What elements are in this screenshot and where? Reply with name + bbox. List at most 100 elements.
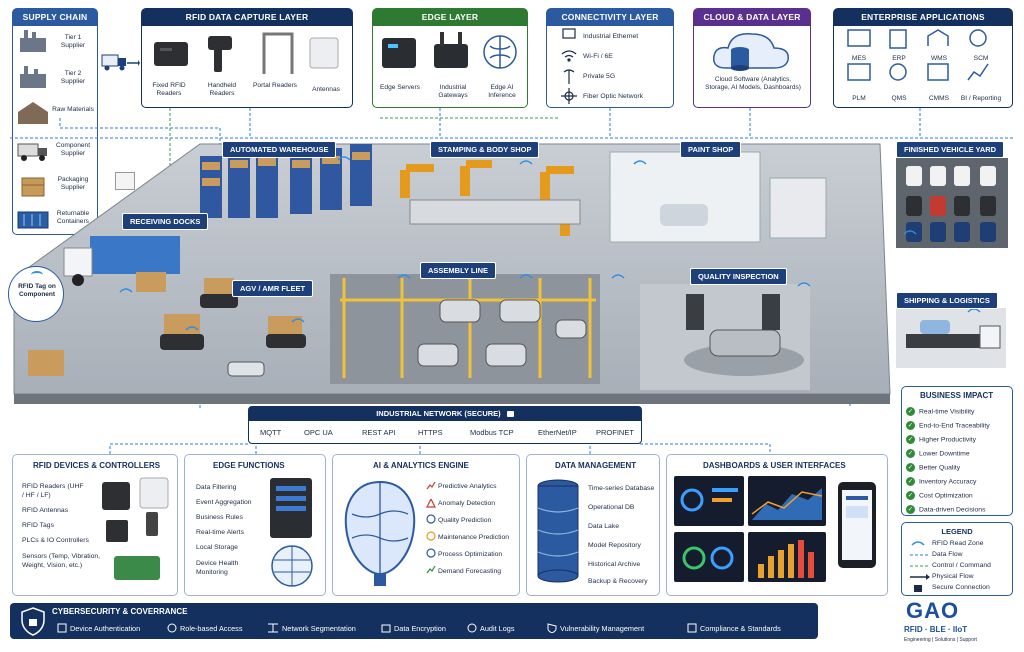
security-item-5: Audit Logs [480,624,515,633]
protocol-ethernetip: EtherNet/IP [538,428,577,437]
forecast-icon [426,565,436,574]
conn-item-1: Industrial Ethernet [583,33,639,40]
edge-label-3: Edge AI Inference [488,84,516,99]
ai-brain-icon [344,480,416,586]
security-item-4: Data Encryption [394,624,446,633]
impact-label: Better Quality [919,464,961,472]
network-title-text: INDUSTRIAL NETWORK (SECURE) [376,409,501,418]
qms-icon [889,63,907,81]
capture-label-2: Handheld Readers [207,82,237,97]
warehouse-racks [200,144,372,218]
network-title: INDUSTRIAL NETWORK (SECURE) [249,407,641,421]
protocol-rest: REST API [362,428,396,437]
legend-item-1: RFID Read Zone [932,540,984,547]
brain-icon [483,35,517,69]
security-item-7: Compliance & Standards [700,624,781,633]
truck-icon [17,143,47,161]
device-auth-icon [57,623,67,633]
network-seg-icon [268,623,278,633]
protocol-https: HTTPS [418,428,443,437]
zone-stamping-body: STAMPING & BODY SHOP [430,141,540,158]
edge-icons [382,32,517,69]
impact-1: ✓Real-time Visibility [906,407,974,416]
impact-label: Cost Optimization [919,492,973,500]
edge-layer-title: EDGE LAYER [373,9,527,26]
ai-item-6: Demand Forecasting [438,568,502,575]
legend-symbols [910,541,930,592]
ai-item-2: Anomaly Detection [438,500,496,507]
supplier-label-4: Component Supplier [55,142,91,157]
antenna-icon [309,37,339,69]
conn-item-2: Wi-Fi / 6E [583,53,613,60]
rfid-read-zone-icons [119,156,981,331]
check-icon: ✓ [906,449,915,458]
handheld-reader-icon [208,36,232,72]
edge-fn-1: Data Filtering [196,484,237,491]
paint-shop-booth [609,151,827,243]
white-placeholder-square [115,172,135,190]
data-item-6: Backup & Recovery [588,578,648,585]
ai-item-5: Process Optimization [438,551,503,558]
zone-agv-fleet: AGV / AMR FLEET [232,280,314,297]
legend-item-5: Secure Connection [932,584,990,591]
reader-device-icon [102,482,130,510]
data-item-2: Operational DB [588,504,635,511]
trend-icon [426,481,436,490]
check-icon: ✓ [906,435,915,444]
enterprise-title: ENTERPRISE APPLICATIONS [834,9,1012,26]
enterprise-panel: ENTERPRISE APPLICATIONS [833,8,1013,108]
edge-fn-4: Real-time Alerts [196,529,244,536]
dashboards-title: DASHBOARDS & USER INTERFACES [703,461,846,470]
legend-panel: LEGEND [901,522,1013,596]
brain-chip-icon [271,545,313,587]
dock-pallets [28,272,166,376]
inbound-truck-icon [101,54,140,71]
ent-qms: QMS [891,95,907,102]
mes-icon [847,29,871,47]
rfid-tag-bubble: RFID Tag on Component [8,266,64,322]
zone-assembly-line: ASSEMBLY LINE [420,262,497,279]
device-item-1: RFID Readers (UHF / HF / LF) [22,483,84,499]
impact-2: ✓End-to-End Traceability [906,421,990,430]
data-item-1: Time-series Database [588,485,655,492]
ai-item-1: Predictive Analytics [438,483,497,490]
ent-cmms: CMMS [928,95,950,102]
ent-plm: PLM [852,95,866,102]
impact-label: Data-driven Decisions [919,506,986,514]
data-item-3: Data Lake [588,523,619,530]
device-item-2: RFID Antennas [22,507,69,514]
ethernet-icon [562,28,576,39]
lock-icon [506,411,514,418]
protocol-modbus: Modbus TCP [470,428,514,437]
lock-symbol [914,585,922,592]
dashboard-screens [674,476,876,582]
edge-server-rack-icon [270,478,313,587]
ent-mes: MES [851,55,867,62]
scm-icon [969,29,987,47]
portal-reader-icon [262,32,294,74]
rfid-reader-icons [154,32,339,74]
zone-finished-vehicle-yard: FINISHED VEHICLE YARD [896,141,1005,158]
box-icon [21,177,45,197]
device-item-4: PLCs & IO Controllers [22,537,89,544]
alert-icon [426,498,436,508]
conn-item-4: Fiber Optic Network [583,93,644,100]
cmms-icon [927,63,949,81]
zone-paint-shop: PAINT SHOP [680,141,742,158]
shield-lock-icon [21,607,45,636]
controller-icon [106,512,158,542]
dashboard-screen-1 [674,476,744,526]
ai-item-icons [426,481,436,574]
brand-line1: RFID · BLE · IIoT [904,625,968,634]
protocol-opcua: OPC UA [304,428,333,437]
supplier-label-3: Raw Materials [52,106,94,113]
business-impact-title: BUSINESS IMPACT [920,391,994,400]
impact-4: ✓Lower Downtime [906,449,970,458]
vulnerability-icon [547,623,557,633]
impact-label: End-to-End Traceability [919,422,990,430]
impact-8: ✓Data-driven Decisions [906,505,986,514]
security-item-6: Vulnerability Management [560,624,645,633]
sensor-icon [114,556,160,580]
5g-icon [563,69,575,84]
edge-server-icon [382,38,416,68]
